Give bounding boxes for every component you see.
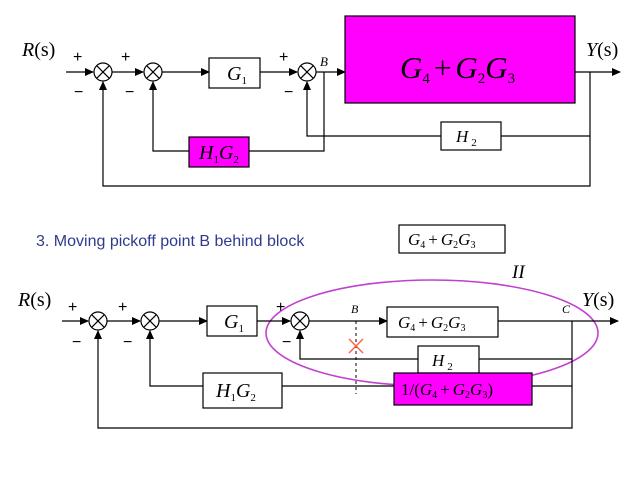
- svg-text:H1G2: H1G2: [215, 380, 256, 404]
- bottom-point-c-label: C: [562, 302, 571, 316]
- bottom-input-label: R(s): [17, 289, 51, 311]
- top-point-b-label: B: [320, 54, 328, 69]
- top-j2-plus-sign: +: [121, 49, 130, 66]
- bottom-g1-block: G1: [206, 305, 258, 337]
- svg-text:G4+G2G3: G4+G2G3: [400, 50, 515, 87]
- bottom-j3-plus-sign: +: [276, 299, 285, 316]
- bottom-diagram: II R(s) + − + − + − B C: [17, 262, 619, 429]
- bottom-output-label: Y(s): [582, 289, 614, 311]
- bottom-summing-junction-1: [88, 311, 108, 331]
- bottom-h1g2-block: H1G2: [202, 372, 283, 409]
- svg-text:G1: G1: [224, 311, 244, 335]
- svg-text:G1: G1: [227, 63, 247, 87]
- top-j3-plus-sign: +: [279, 49, 288, 66]
- top-g1-block: G1: [208, 57, 261, 89]
- svg-text:G4+G2G3: G4+G2G3: [398, 313, 465, 334]
- top-diagram: R(s) + − + − + − B: [21, 15, 621, 187]
- bottom-j2-plus-sign: +: [118, 299, 127, 316]
- top-feedback-paths: [99, 72, 591, 187]
- top-forward-highlight-block: G4+G2G3: [344, 15, 576, 104]
- bottom-removed-cross-icon: [348, 338, 364, 354]
- top-summing-junction-2: [143, 62, 163, 82]
- svg-text:1/(G4+G2G3): 1/(G4+G2G3): [401, 380, 493, 401]
- bottom-j3-minus-sign: −: [282, 334, 291, 351]
- bottom-roman-label: II: [511, 262, 526, 283]
- top-j3-minus-sign: −: [284, 84, 293, 101]
- top-input-label: R(s): [21, 39, 55, 61]
- bottom-inverse-block: 1/(G4+G2G3): [393, 372, 533, 406]
- svg-text:H2: H2: [431, 351, 453, 373]
- bottom-j1-minus-sign: −: [72, 334, 81, 351]
- top-summing-junction-1: [93, 62, 113, 82]
- caption-block: G4+G2G3: [398, 224, 506, 254]
- bottom-summing-junction-3: [290, 311, 310, 331]
- caption-text: 3. Moving pickoff point B behind block: [36, 233, 305, 250]
- bottom-j1-plus-sign: +: [68, 299, 77, 316]
- caption-row: 3. Moving pickoff point B behind block G…: [36, 224, 506, 254]
- bottom-forward-block: G4+G2G3: [386, 306, 499, 338]
- svg-text:H1G2: H1G2: [198, 142, 239, 166]
- svg-text:H2: H2: [455, 127, 477, 149]
- top-h1g2-block: H1G2: [188, 136, 250, 168]
- top-summing-junction-3: [297, 62, 317, 82]
- top-j1-plus-sign: +: [73, 49, 82, 66]
- top-j2-minus-sign: −: [125, 84, 134, 101]
- top-j1-minus-sign: −: [74, 84, 83, 101]
- top-output-label: Y(s): [586, 39, 618, 61]
- svg-text:G4+G2G3: G4+G2G3: [408, 230, 475, 251]
- bottom-j2-minus-sign: −: [123, 334, 132, 351]
- bottom-point-b-label: B: [351, 302, 359, 316]
- bottom-summing-junction-2: [140, 311, 160, 331]
- bottom-feedback-paths: [94, 321, 573, 429]
